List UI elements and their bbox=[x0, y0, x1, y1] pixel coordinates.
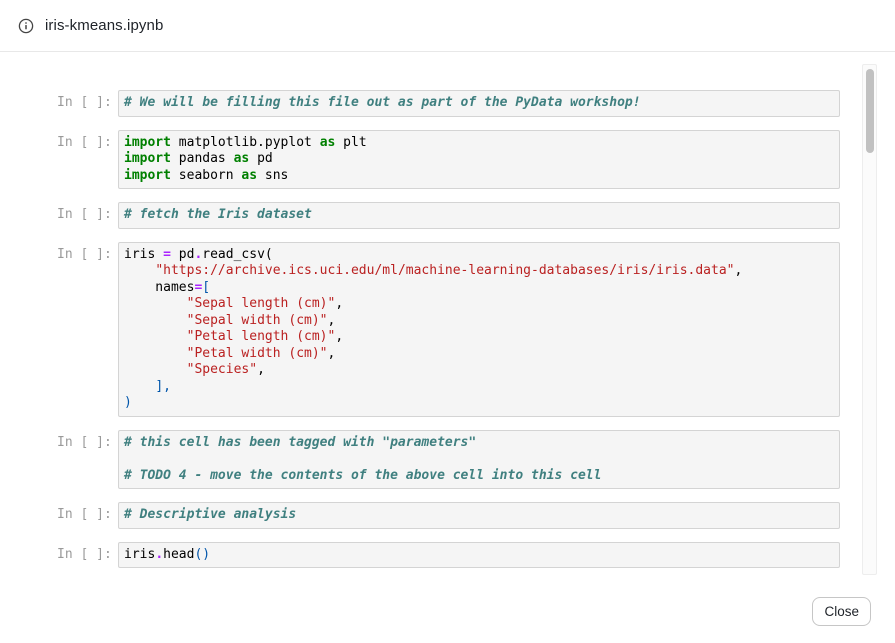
scrollbar-thumb[interactable] bbox=[866, 69, 874, 153]
close-button[interactable]: Close bbox=[812, 597, 871, 626]
cell-prompt: In [ ]: bbox=[57, 546, 112, 562]
cell-prompt: In [ ]: bbox=[57, 434, 112, 450]
cell-prompt: In [ ]: bbox=[57, 507, 112, 522]
cell-prompt: In [ ]: bbox=[57, 246, 112, 262]
titlebar: iris-kmeans.ipynb bbox=[0, 0, 895, 52]
notebook-cell: In [ ]: # Descriptive analysis bbox=[57, 502, 840, 529]
cell-input: iris.head() bbox=[118, 541, 840, 568]
cell-input: # We will be filling this file out as pa… bbox=[118, 90, 840, 117]
notebook-cell: In [ ]: # this cell has been tagged with … bbox=[57, 429, 840, 489]
cell-input: # this cell has been tagged with "parame… bbox=[118, 429, 840, 489]
scrollbar-track[interactable] bbox=[862, 64, 877, 575]
notebook-cell: In [ ]: # fetch the Iris dataset bbox=[57, 202, 840, 229]
notebook-cell: In [ ]: iris = pd.read_csv( "https://arch… bbox=[57, 241, 840, 417]
cell-input: # Descriptive analysis bbox=[118, 502, 840, 529]
cell-prompt: In [ ]: bbox=[57, 134, 112, 150]
cell-prompt: In [ ]: bbox=[57, 95, 112, 110]
cell-input: iris = pd.read_csv( "https://archive.ics… bbox=[118, 241, 840, 417]
notebook-viewer-modal: iris-kmeans.ipynb In [ ]: # We will be fi… bbox=[0, 0, 895, 626]
page-title: iris-kmeans.ipynb bbox=[45, 17, 164, 34]
notebook-cells: In [ ]: # We will be filling this file ou… bbox=[57, 90, 840, 568]
notebook-cell: In [ ]: iris.head() bbox=[57, 541, 840, 568]
notebook-scroll-area: In [ ]: # We will be filling this file ou… bbox=[0, 52, 895, 601]
cell-prompt: In [ ]: bbox=[57, 207, 112, 222]
cell-input: # fetch the Iris dataset bbox=[118, 202, 840, 229]
notebook-cell: In [ ]: # We will be filling this file ou… bbox=[57, 90, 840, 117]
info-icon bbox=[18, 18, 34, 34]
